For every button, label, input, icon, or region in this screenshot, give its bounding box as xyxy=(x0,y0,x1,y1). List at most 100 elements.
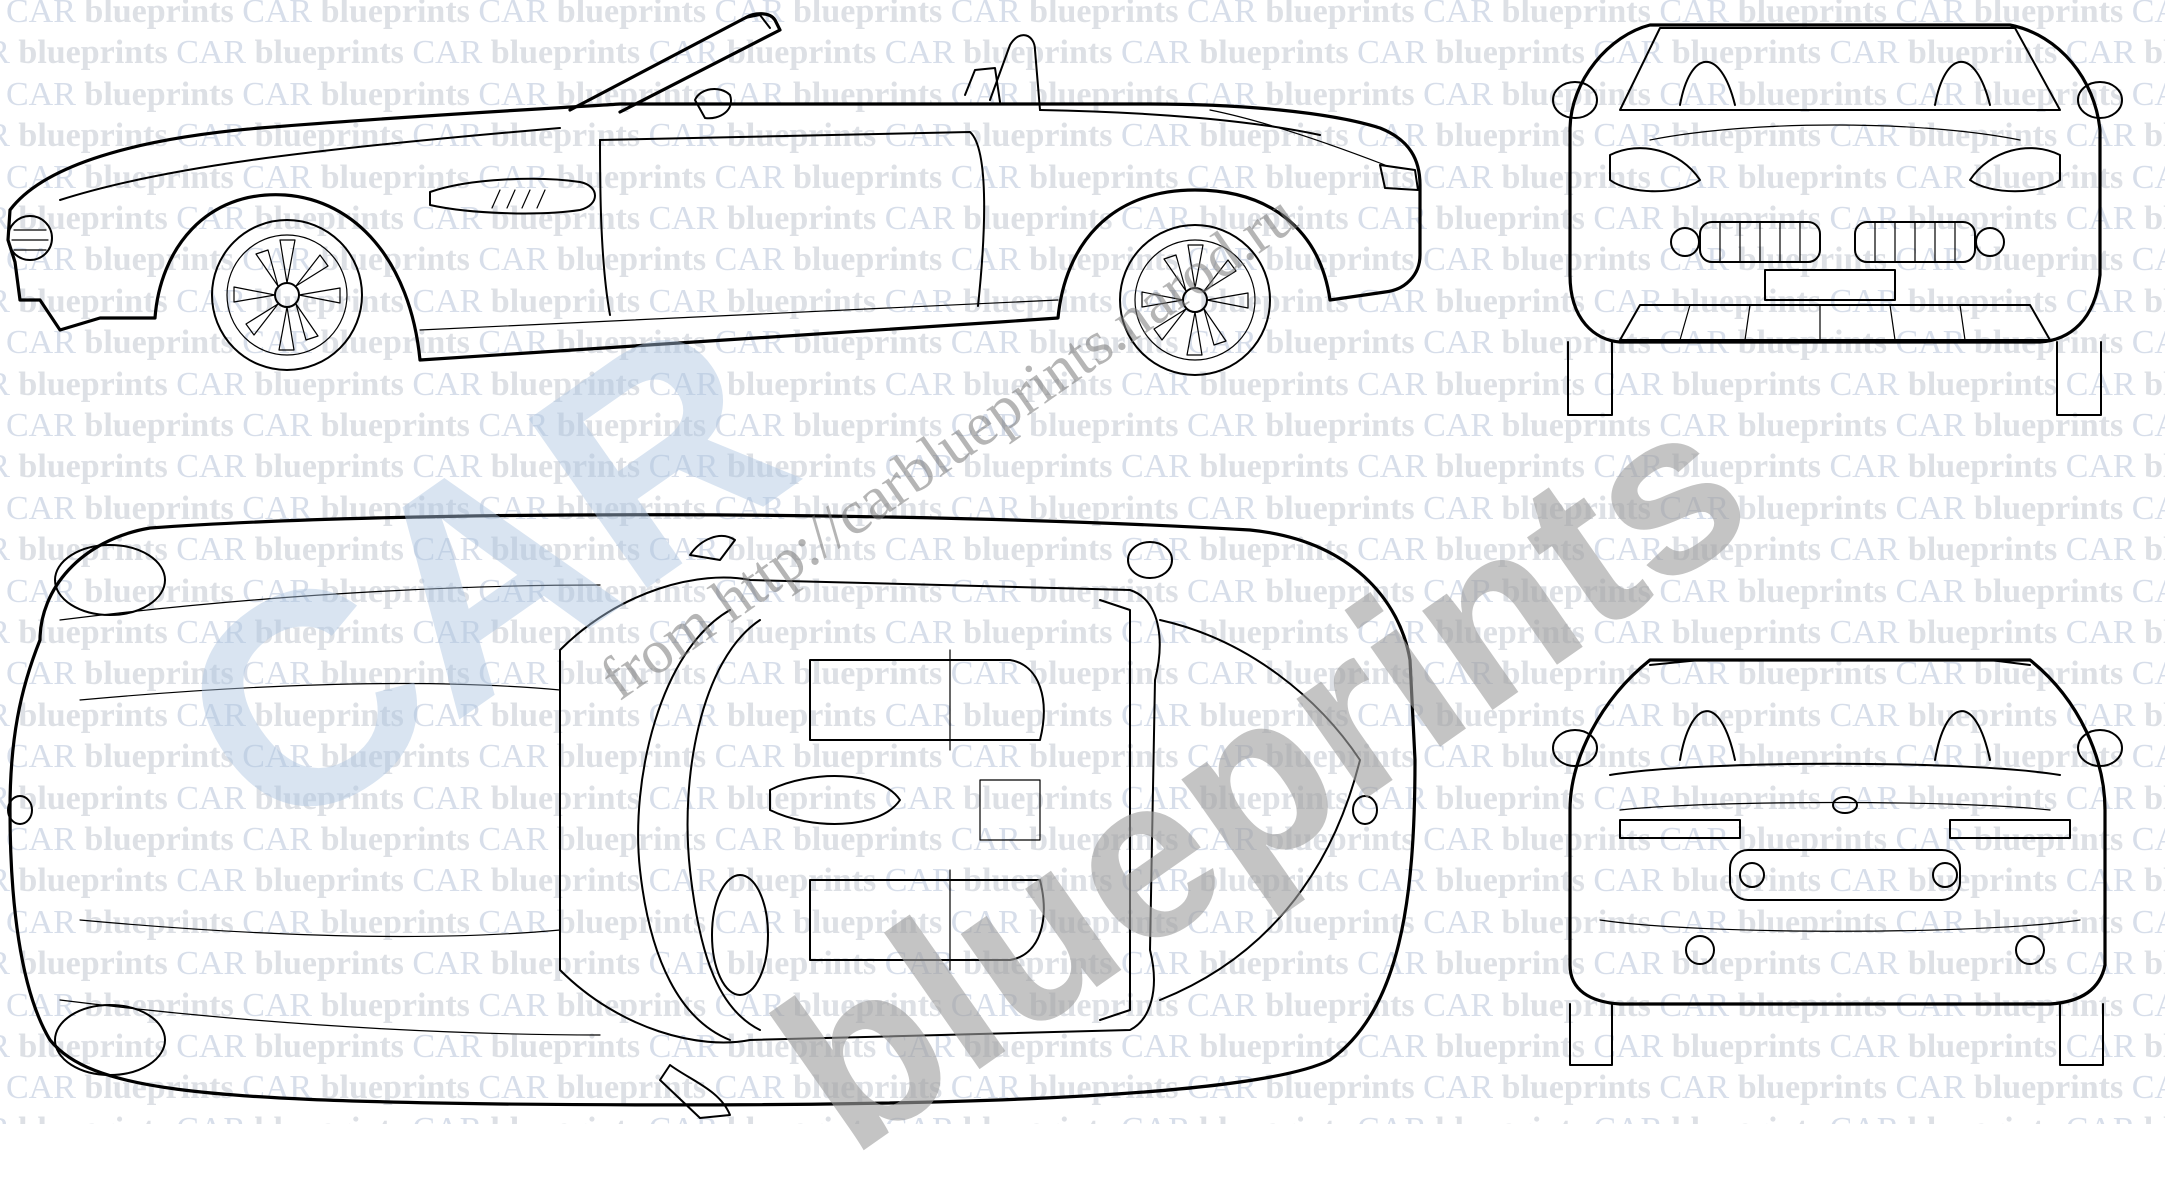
watermark-blueprints-word: blueprints xyxy=(1501,1069,1660,1107)
watermark-blueprints-word: blueprints xyxy=(1265,572,1424,610)
watermark-car-word: CAR xyxy=(648,365,727,403)
watermark-car-word: CAR xyxy=(950,241,1030,279)
watermark-car-word: CAR xyxy=(884,365,964,403)
watermark-car-word: CAR xyxy=(0,283,18,320)
watermark-row: CAR blueprints CAR blueprints CAR bluepr… xyxy=(0,33,2165,73)
watermark-blueprints-word: blueprints xyxy=(1737,241,1896,279)
watermark-car-word: CAR xyxy=(1895,489,1974,527)
watermark-blueprints-word: blueprints xyxy=(1737,407,1896,444)
watermark-blueprints-word: blueprints xyxy=(726,779,885,817)
watermark-car-word: CAR xyxy=(714,738,793,776)
watermark-blueprints-word: blueprints xyxy=(726,448,885,486)
watermark-blueprints-word: blueprints xyxy=(254,448,413,486)
watermark-blueprints-word: blueprints xyxy=(1199,614,1358,651)
watermark-car-word: CAR xyxy=(0,697,18,734)
watermark-blueprints-word: blueprints xyxy=(254,696,413,734)
watermark-car-word: CAR xyxy=(1829,200,1908,237)
watermark-car-word: CAR xyxy=(649,1111,727,1124)
watermark-blueprints-word: blueprints xyxy=(320,655,479,693)
watermark-blueprints-word: blueprints xyxy=(1973,1069,2132,1107)
watermark-car-word: CAR xyxy=(1423,572,1502,610)
watermark-blueprints-word: blueprints xyxy=(490,200,649,237)
watermark-blueprints-word: blueprints xyxy=(2144,448,2165,486)
watermark-blueprints-word: blueprints xyxy=(18,1028,177,1065)
watermark-blueprints-word: blueprints xyxy=(963,614,1121,651)
watermark-blueprints-word: blueprints xyxy=(320,75,479,113)
watermark-car-word: CAR xyxy=(0,531,18,568)
watermark-row: CAR blueprints CAR blueprints CAR bluepr… xyxy=(6,158,2165,198)
watermark-blueprints-word: blueprints xyxy=(1029,1069,1187,1107)
watermark-car-word: CAR xyxy=(478,241,557,279)
watermark-row: CAR blueprints CAR blueprints CAR bluepr… xyxy=(6,572,2165,612)
watermark-blueprints-word: blueprints xyxy=(84,821,243,858)
watermark-car-word: CAR xyxy=(0,448,18,485)
watermark-car-word: CAR xyxy=(242,75,321,113)
watermark-blueprints-word: blueprints xyxy=(254,1028,413,1065)
watermark-car-word: CAR xyxy=(714,903,793,941)
watermark-car-word: CAR xyxy=(648,117,727,155)
watermark-car-word: CAR xyxy=(1120,365,1200,403)
watermark-blueprints-word: blueprints xyxy=(1671,365,1830,403)
watermark-car-word: CAR xyxy=(1423,0,1502,30)
watermark-blueprints-word: blueprints xyxy=(1671,862,1830,900)
watermark-blueprints-word: blueprints xyxy=(556,986,715,1024)
watermark-blueprints-word: blueprints xyxy=(726,200,885,237)
watermark-car-word: CAR xyxy=(1186,821,1266,858)
watermark-blueprints-word: blueprints xyxy=(726,34,885,72)
watermark-blueprints-word: blueprints xyxy=(1029,241,1187,279)
watermark-blueprints-word: blueprints xyxy=(1435,614,1594,651)
watermark-blueprints-word: blueprints xyxy=(1029,158,1187,196)
watermark-car-word: CAR xyxy=(1357,696,1436,734)
watermark-blueprints-word: blueprints xyxy=(18,365,177,403)
watermark-car-word: CAR xyxy=(2065,34,2145,72)
watermark-car-word: CAR xyxy=(0,945,18,982)
watermark-car-word: CAR xyxy=(1829,614,1908,651)
watermark-row: CAR blueprints CAR blueprints CAR bluepr… xyxy=(0,861,2165,901)
watermark-blueprints-word: blueprints xyxy=(18,862,177,900)
watermark-blueprints-word: blueprints xyxy=(792,655,951,693)
watermark-car-word: CAR xyxy=(1659,241,1738,279)
watermark-blueprints-word: blueprints xyxy=(1501,158,1660,196)
watermark-car-word: CAR xyxy=(176,448,255,486)
watermark-blueprints-word: blueprints xyxy=(556,903,715,941)
watermark-car-word: CAR xyxy=(1423,158,1502,196)
watermark-car-word: CAR xyxy=(6,407,85,444)
watermark-blueprints-word: blueprints xyxy=(18,945,177,983)
watermark-blueprints-word: blueprints xyxy=(2144,34,2165,72)
watermark-car-word: CAR xyxy=(412,365,491,403)
watermark-car-word: CAR xyxy=(176,862,255,900)
watermark-blueprints-word: blueprints xyxy=(556,407,715,444)
watermark-blueprints-word: blueprints xyxy=(1435,1028,1594,1065)
watermark-blueprints-word: blueprints xyxy=(1435,200,1594,237)
watermark-pattern: CAR blueprints CAR blueprints CAR bluepr… xyxy=(0,0,2165,1124)
watermark-row: CAR blueprints CAR blueprints CAR bluepr… xyxy=(0,1027,2165,1067)
watermark-car-word: CAR xyxy=(1829,282,1908,320)
watermark-car-word: CAR xyxy=(176,531,255,569)
watermark-blueprints-word: blueprints xyxy=(1737,489,1896,527)
watermark-car-word: CAR xyxy=(6,1069,85,1107)
watermark-car-word: CAR xyxy=(6,158,85,196)
watermark-blueprints-word: blueprints xyxy=(1029,0,1187,30)
watermark-car-word: CAR xyxy=(1895,903,1974,941)
watermark-blueprints-word: blueprints xyxy=(1973,821,2132,858)
watermark-blueprints-word: blueprints xyxy=(1907,614,2066,651)
watermark-car-word: CAR xyxy=(1895,821,1974,858)
watermark-car-word: CAR xyxy=(1423,903,1502,941)
watermark-car-word: CAR xyxy=(1423,655,1502,693)
watermark-car-word: CAR xyxy=(6,75,85,113)
watermark-car-word: CAR xyxy=(412,1111,490,1124)
watermark-blueprints-word: blueprints xyxy=(2144,614,2165,651)
watermark-car-word: CAR xyxy=(1895,75,1974,113)
watermark-car-word: CAR xyxy=(242,821,321,858)
watermark-car-word: CAR xyxy=(412,34,491,72)
watermark-car-word: CAR xyxy=(714,407,793,444)
watermark-blueprints-word: blueprints xyxy=(84,241,243,279)
watermark-row: CAR blueprints CAR blueprints CAR bluepr… xyxy=(0,779,2165,819)
watermark-car-word: CAR xyxy=(2131,738,2165,776)
watermark-blueprints-word: blueprints xyxy=(1029,821,1187,858)
watermark-blueprints-word: blueprints xyxy=(1265,241,1424,279)
watermark-car-word: CAR xyxy=(1186,738,1266,776)
watermark-blueprints-word: blueprints xyxy=(84,407,243,444)
watermark-car-word: CAR xyxy=(6,738,85,776)
watermark-car-word: CAR xyxy=(478,986,557,1024)
